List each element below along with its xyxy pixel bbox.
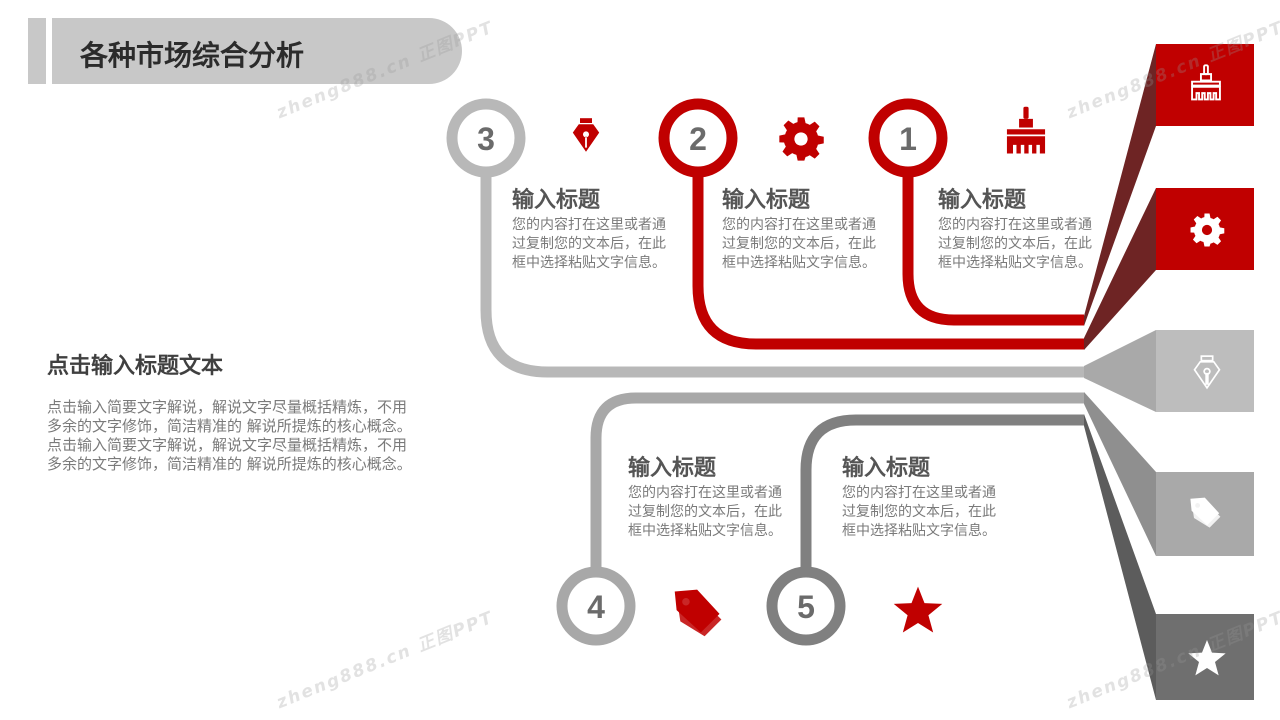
step-text-3: 您的内容打在这里或者通过复制您的文本后，在此框中选择粘贴文字信息。: [512, 217, 666, 271]
step-number-3: 3: [477, 121, 495, 157]
paint-brush-icon: [1006, 106, 1046, 154]
step-title-1: 输入标题: [938, 188, 1027, 213]
tab-2: [1156, 188, 1254, 270]
side-text: 点击输入简要文字解说，解说文字尽量概括精炼，不用 多余的文字修饰，简洁精准的 解…: [47, 398, 497, 474]
connector-line-1: [902, 138, 1084, 326]
step-text-2: 您的内容打在这里或者通过复制您的文本后，在此框中选择粘贴文字信息。: [722, 217, 876, 271]
tags-icon: [674, 589, 722, 637]
tab-4: [1156, 472, 1254, 556]
tab-1: [1156, 44, 1254, 126]
step-number-2: 2: [689, 121, 707, 157]
step-number-4: 4: [587, 589, 605, 625]
wedge-5: [1084, 414, 1156, 700]
side-text-line-3: 点击输入简要文字解说，解说文字尽量概括精炼，不用: [47, 436, 408, 454]
side-text-line-4: 多余的文字修饰，简洁精准的 解说所提炼的核心概念。: [47, 455, 412, 473]
page-title: 各种市场综合分析: [80, 39, 305, 72]
tab-3: [1156, 330, 1254, 412]
step-number-1: 1: [899, 121, 917, 157]
connector-line-3: [480, 138, 1088, 378]
step-circle-1: 1: [868, 98, 948, 178]
step-title-5: 输入标题: [842, 456, 931, 481]
step-text-1: 您的内容打在这里或者通过复制您的文本后，在此框中选择粘贴文字信息。: [938, 217, 1092, 271]
connector-line-2: [692, 138, 1084, 350]
step-text-4: 您的内容打在这里或者通过复制您的文本后，在此框中选择粘贴文字信息。: [628, 485, 782, 539]
gear-icon: [779, 117, 824, 161]
star-icon: [893, 586, 943, 633]
step-circle-3: 3: [446, 98, 526, 178]
step-text-5: 您的内容打在这里或者通过复制您的文本后，在此框中选择粘贴文字信息。: [842, 485, 996, 539]
wedge-1: [1084, 44, 1156, 326]
wedge-4: [1084, 392, 1156, 556]
connector-line-4: [590, 392, 1084, 606]
tab-5: [1156, 614, 1254, 700]
title-bar-accent: [28, 18, 46, 84]
title-bar: [52, 18, 462, 84]
connector-lines: [480, 138, 1088, 606]
step-circle-2: 2: [658, 98, 738, 178]
fountain-pen-icon: [572, 118, 600, 152]
step-title-2: 输入标题: [722, 188, 811, 213]
step-circle-4: 4: [556, 566, 636, 646]
side-text-line-2: 多余的文字修饰，简洁精准的 解说所提炼的核心概念。: [47, 417, 412, 435]
side-text-line-1: 点击输入简要文字解说，解说文字尽量概括精炼，不用: [47, 398, 408, 416]
step-number-5: 5: [797, 589, 815, 625]
connector-line-5: [800, 414, 1084, 606]
side-title: 点击输入标题文本: [47, 354, 224, 379]
step-circle-5: 5: [766, 566, 846, 646]
step-title-3: 输入标题: [512, 188, 601, 213]
fan-wedges: [1084, 44, 1156, 700]
step-title-4: 输入标题: [628, 456, 717, 481]
wedge-3: [1084, 330, 1156, 412]
wedge-2: [1084, 188, 1156, 350]
